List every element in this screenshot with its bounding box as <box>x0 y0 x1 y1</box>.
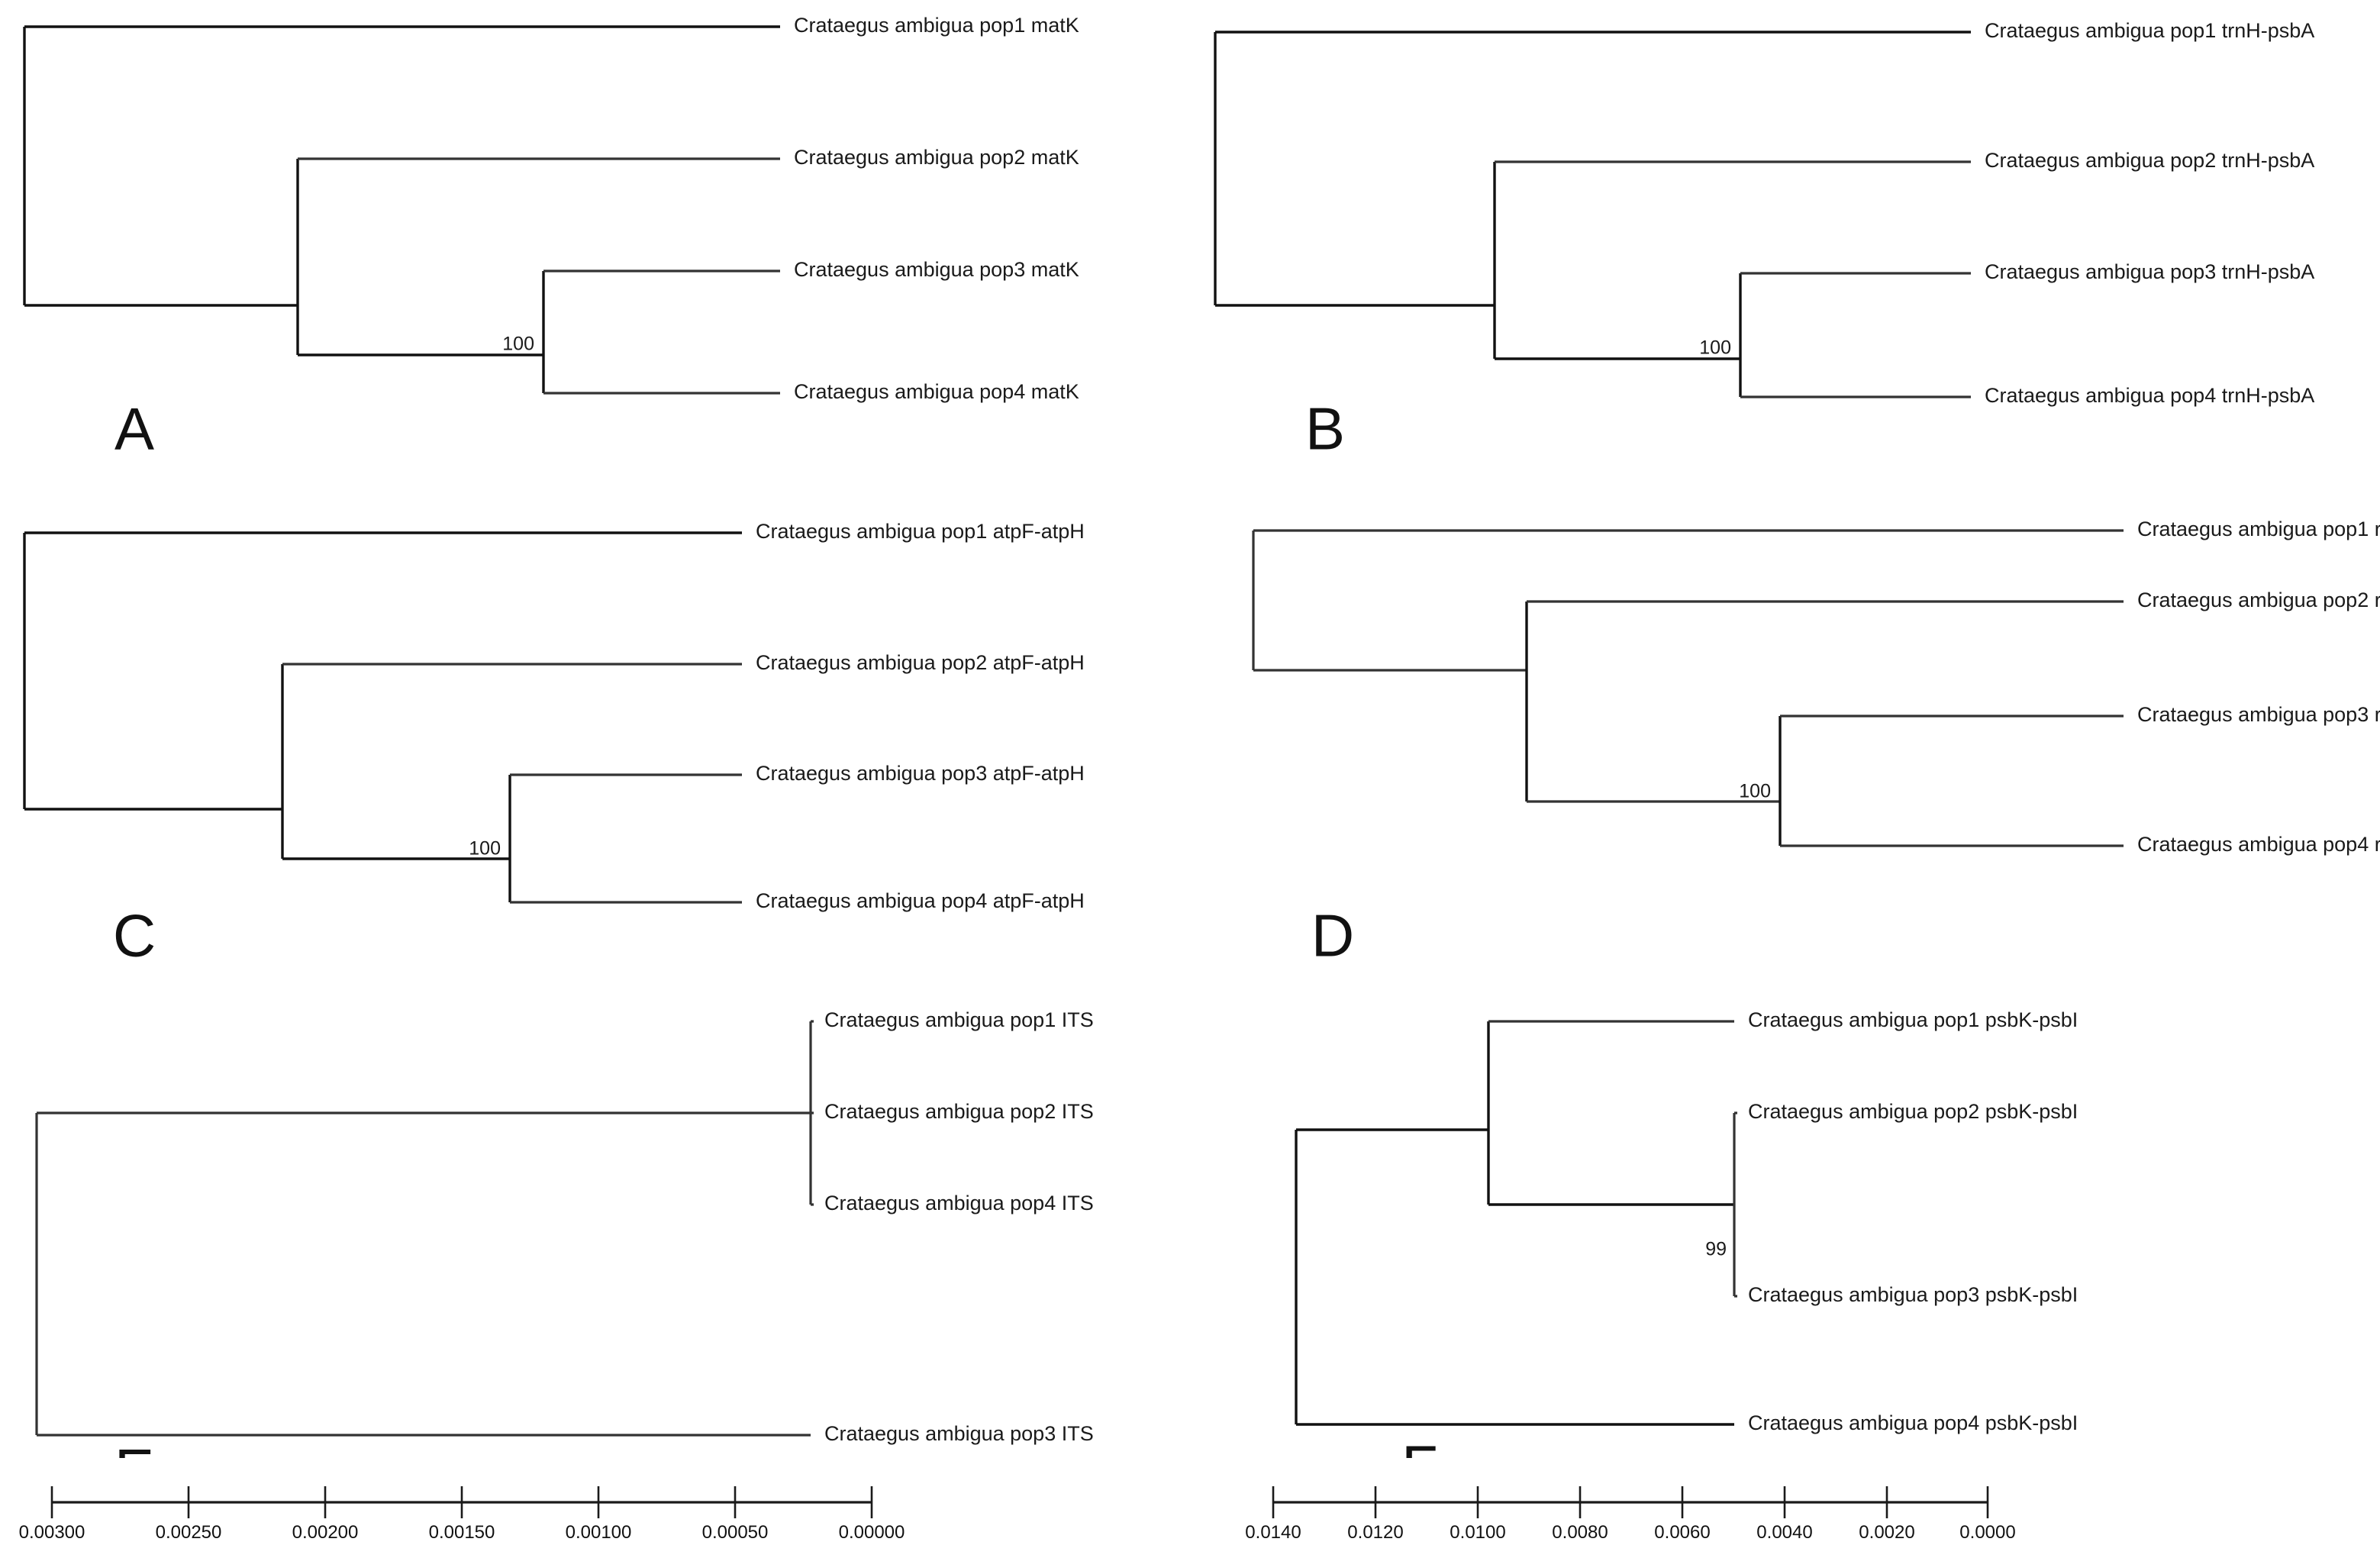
taxon-label-pop1-f: Crataegus ambigua pop1 psbK-psbI <box>1748 1008 2078 1031</box>
panel-a-tree: 100 Crataegus ambigua pop1 matK Crataegu… <box>23 14 1079 463</box>
scale-label-right-7: 0.0000 <box>1959 1522 2015 1543</box>
panel-f-tree: 99 Crataegus ambigua pop1 psbK-psbI Crat… <box>1295 1008 2078 1458</box>
bootstrap-value-b: 100 <box>1699 337 1731 359</box>
panel-d-rbcl: 100 Crataegus ambigua pop1 rbcL Crataegu… <box>1191 504 2380 992</box>
scale-bar-right-svg: 0.0140 0.0120 0.0100 0.0080 0.0060 0.004… <box>1245 1486 2016 1543</box>
bootstrap-value-c: 100 <box>469 838 501 860</box>
taxon-label-pop2-b: Crataegus ambigua pop2 trnH-psbA <box>1985 149 2314 172</box>
scale-label-right-0: 0.0140 <box>1245 1522 1301 1543</box>
scale-label-left-2: 0.00200 <box>292 1522 359 1543</box>
panel-b-tree: 100 Crataegus ambigua pop1 trnH-psbA Cra… <box>1214 19 2314 463</box>
panel-e-its: Crataegus ambigua pop1 ITS Crataegus amb… <box>0 985 1191 1458</box>
panel-letter-e: E <box>114 1437 154 1458</box>
scale-bar-right: 0.0140 0.0120 0.0100 0.0080 0.0060 0.004… <box>1191 1458 2380 1558</box>
panel-e-tree: Crataegus ambigua pop1 ITS Crataegus amb… <box>35 1008 1094 1458</box>
panel-letter-a: A <box>114 395 154 463</box>
panel-d-tree: 100 Crataegus ambigua pop1 rbcL Crataegu… <box>1252 518 2380 969</box>
panel-letter-b: B <box>1305 395 1345 463</box>
taxon-label-pop4-f: Crataegus ambigua pop4 psbK-psbI <box>1748 1411 2078 1434</box>
taxon-label-pop4-a: Crataegus ambigua pop4 matK <box>794 380 1079 403</box>
scale-label-left-3: 0.00150 <box>429 1522 495 1543</box>
taxon-label-pop3-b: Crataegus ambigua pop3 trnH-psbA <box>1985 260 2314 283</box>
taxon-label-pop3-c: Crataegus ambigua pop3 atpF-atpH <box>756 762 1085 785</box>
panel-letter-d: D <box>1311 902 1354 969</box>
scale-label-right-2: 0.0100 <box>1450 1522 1505 1543</box>
taxon-label-pop4-e: Crataegus ambigua pop4 ITS <box>824 1192 1094 1214</box>
panel-letter-c: C <box>113 902 156 969</box>
bootstrap-value-a: 100 <box>502 334 534 355</box>
scale-label-right-6: 0.0020 <box>1859 1522 1914 1543</box>
taxon-label-pop2-f: Crataegus ambigua pop2 psbK-psbI <box>1748 1100 2078 1123</box>
panel-c-atpf-atph: 100 Crataegus ambigua pop1 atpF-atpH Cra… <box>0 504 1191 992</box>
taxon-label-pop1-a: Crataegus ambigua pop1 matK <box>794 14 1079 37</box>
scale-bar-left-svg: 0.00300 0.00250 0.00200 0.00150 0.00100 … <box>19 1486 905 1543</box>
panel-c-tree: 100 Crataegus ambigua pop1 atpF-atpH Cra… <box>23 520 1085 969</box>
taxon-label-pop1-b: Crataegus ambigua pop1 trnH-psbA <box>1985 19 2314 42</box>
panel-b-trnh-psba: 100 Crataegus ambigua pop1 trnH-psbA Cra… <box>1191 0 2380 489</box>
bootstrap-value-d: 100 <box>1739 781 1771 802</box>
scale-label-right-1: 0.0120 <box>1347 1522 1403 1543</box>
taxon-label-pop2-e: Crataegus ambigua pop2 ITS <box>824 1100 1094 1123</box>
taxon-label-pop2-c: Crataegus ambigua pop2 atpF-atpH <box>756 651 1085 674</box>
taxon-label-pop3-e: Crataegus ambigua pop3 ITS <box>824 1422 1094 1445</box>
scale-label-right-5: 0.0040 <box>1756 1522 1812 1543</box>
taxon-label-pop1-e: Crataegus ambigua pop1 ITS <box>824 1008 1094 1031</box>
scale-label-left-6: 0.00000 <box>839 1522 905 1543</box>
scale-label-right-3: 0.0080 <box>1552 1522 1608 1543</box>
scale-bar-left: 0.00300 0.00250 0.00200 0.00150 0.00100 … <box>0 1458 1191 1558</box>
taxon-label-pop4-c: Crataegus ambigua pop4 atpF-atpH <box>756 889 1085 912</box>
taxon-label-pop4-b: Crataegus ambigua pop4 trnH-psbA <box>1985 384 2314 407</box>
scale-label-left-5: 0.00050 <box>702 1522 769 1543</box>
taxon-label-pop4-d: Crataegus ambigua pop4 rbcL <box>2137 833 2380 856</box>
taxon-label-pop1-c: Crataegus ambigua pop1 atpF-atpH <box>756 520 1085 543</box>
panel-letter-f: F <box>1401 1434 1438 1458</box>
scale-label-left-1: 0.00250 <box>156 1522 222 1543</box>
taxon-label-pop3-d: Crataegus ambigua pop3 rbcL <box>2137 703 2380 726</box>
panel-a-matk: 100 Crataegus ambigua pop1 matK Crataegu… <box>0 0 1191 489</box>
taxon-label-pop3-a: Crataegus ambigua pop3 matK <box>794 258 1079 281</box>
scale-label-left-4: 0.00100 <box>566 1522 632 1543</box>
taxon-label-pop1-d: Crataegus ambigua pop1 rbcL <box>2137 518 2380 540</box>
panel-f-psbk-psbi: 99 Crataegus ambigua pop1 psbK-psbI Crat… <box>1191 985 2380 1458</box>
taxon-label-pop3-f: Crataegus ambigua pop3 psbK-psbI <box>1748 1283 2078 1306</box>
scale-label-left-0: 0.00300 <box>19 1522 85 1543</box>
taxon-label-pop2-a: Crataegus ambigua pop2 matK <box>794 146 1079 169</box>
taxon-label-pop2-d: Crataegus ambigua pop2 rbcL <box>2137 589 2380 611</box>
scale-label-right-4: 0.0060 <box>1654 1522 1710 1543</box>
bootstrap-value-f: 99 <box>1705 1239 1727 1260</box>
